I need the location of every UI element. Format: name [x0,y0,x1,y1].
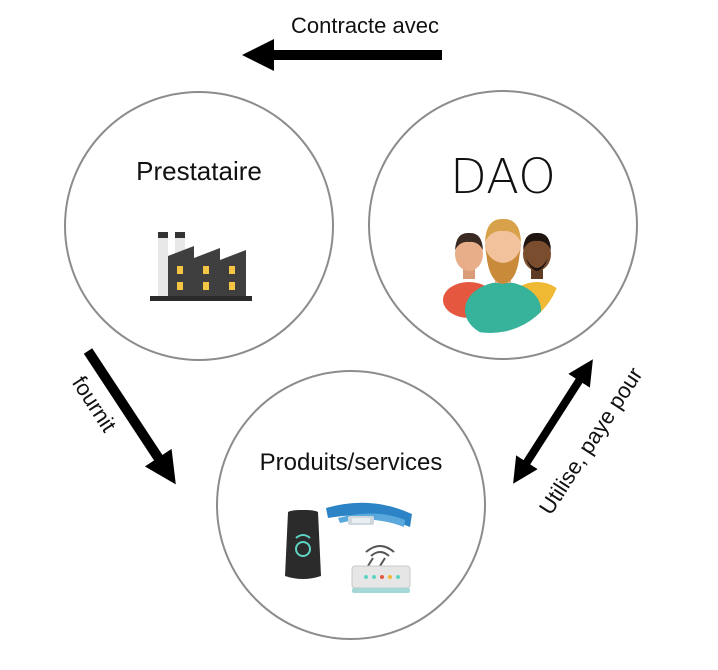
edge-contracte-avec: Contracte avec [242,13,442,72]
devices-icon [285,502,412,593]
people-group-icon [443,218,562,333]
prestataire-node [64,91,334,361]
utilise-arrow [513,359,593,484]
contracte-label: Contracte avec [291,13,439,38]
edge-fournit: fournit [67,348,176,485]
speaker-icon [285,510,321,579]
router-icon [351,545,411,593]
produits-label: Produits/services [260,449,443,476]
dao-label: DAO [450,149,556,205]
prestataire-label: Prestataire [136,156,262,186]
edge-utilise-paye-pour: Utilise, paye pour [513,359,648,519]
fitness-band-icon [326,502,412,527]
fournit-arrow [83,348,176,485]
utilise-label: Utilise, paye pour [534,363,648,519]
factory-icon [150,232,252,301]
